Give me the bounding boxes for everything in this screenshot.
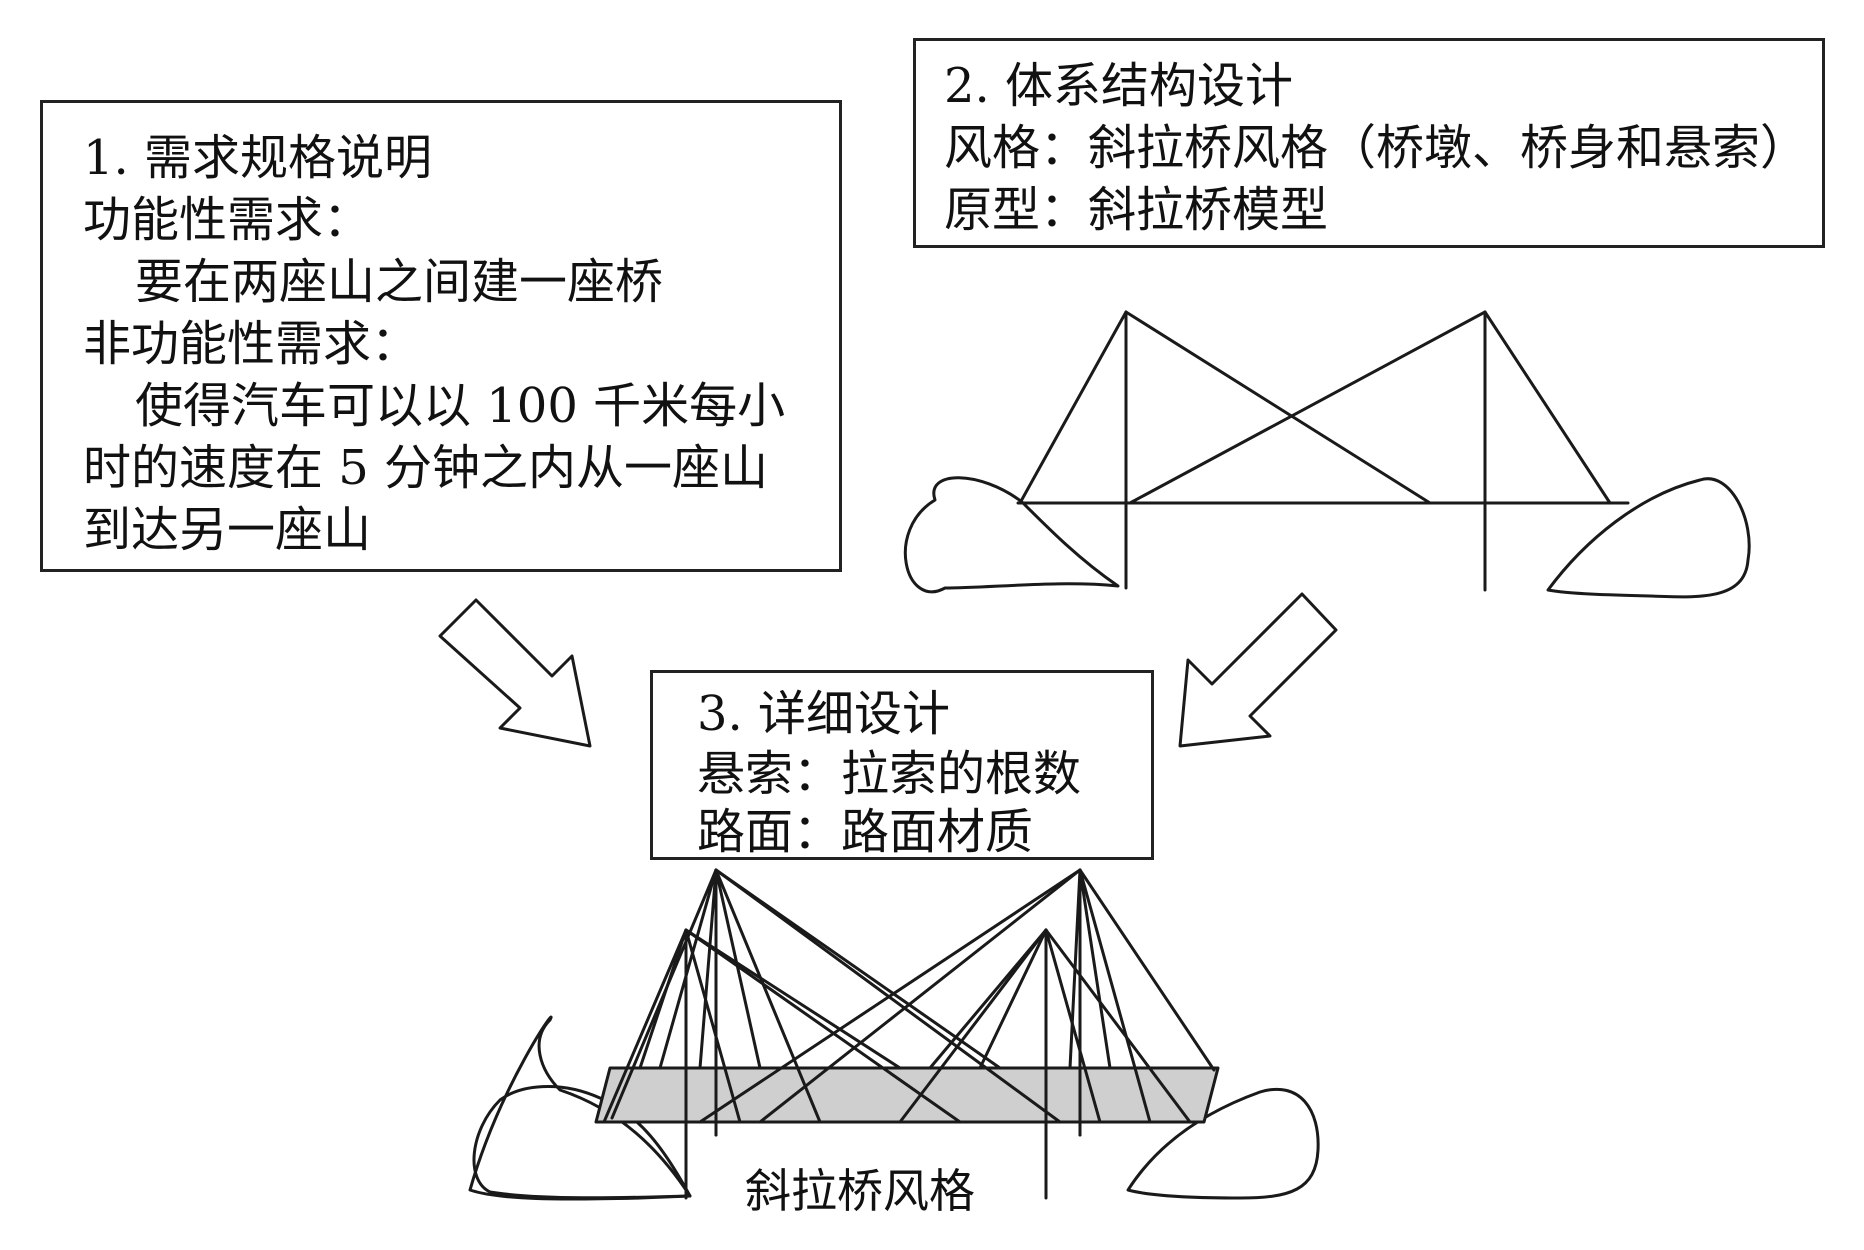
prototype-right-mountain: [1546, 477, 1751, 599]
deck-road-surface: [594, 1066, 1220, 1124]
detail-design-cables: 悬索：拉索的根数: [697, 746, 1082, 802]
prototype-cable: [1128, 310, 1487, 505]
detailed-cable: [714, 868, 822, 1124]
detailed-cable: [684, 928, 742, 1124]
detail-design-box: 3. 详细设计 悬索：拉索的根数 路面：路面材质: [650, 670, 1154, 860]
nonfunctional-item-2: 时的速度在 5 分钟之内从一座山: [83, 440, 769, 496]
detailed-cable: [714, 868, 762, 1070]
detailed-cable: [658, 868, 718, 1070]
functional-item: 要在两座山之间建一座桥: [135, 254, 664, 310]
detailed-left-mountain: [468, 1015, 692, 1201]
detailed-bridge: [468, 868, 1320, 1201]
detailed-cable: [698, 868, 718, 1070]
detailed-cable: [684, 928, 902, 1070]
requirements-title: 1. 需求规格说明: [83, 130, 433, 186]
nonfunctional-item-3: 到达另一座山: [83, 502, 372, 558]
arrow-architecture-to-detail: [1178, 592, 1338, 748]
detailed-cable: [1078, 868, 1216, 1072]
nonfunctional-heading: 非功能性需求：: [83, 316, 420, 372]
architecture-style: 风格：斜拉桥风格（桥墩、桥身和悬索）: [944, 120, 1809, 176]
nonfunctional-item-1: 使得汽车可以以 100 千米每小: [135, 378, 786, 434]
detail-design-title: 3. 详细设计: [697, 686, 951, 742]
requirements-box: 1. 需求规格说明 功能性需求： 要在两座山之间建一座桥 非功能性需求： 使得汽…: [40, 100, 842, 572]
detailed-cable: [928, 928, 1048, 1070]
arrow-requirements-to-detail: [438, 598, 592, 748]
diagram-strokes: [438, 310, 1751, 1201]
detailed-cable: [1044, 928, 1192, 1124]
architecture-prototype: 原型：斜拉桥模型: [944, 182, 1329, 238]
detailed-left-mountain-outline: [472, 1084, 692, 1200]
functional-heading: 功能性需求：: [83, 192, 372, 248]
architecture-box: 2. 体系结构设计 风格：斜拉桥风格（桥墩、桥身和悬索） 原型：斜拉桥模型: [913, 38, 1825, 248]
bridge-style-caption: 斜拉桥风格: [745, 1164, 975, 1218]
detailed-cable: [638, 928, 688, 1070]
detail-design-deck: 路面：路面材质: [697, 804, 1034, 860]
prototype-cable: [1124, 310, 1432, 505]
detailed-cable: [1044, 928, 1102, 1124]
prototype-cable: [1483, 310, 1612, 505]
detailed-cable: [602, 928, 688, 1124]
prototype-cable: [1018, 310, 1128, 505]
detailed-cable: [978, 928, 1048, 1070]
detailed-cable: [898, 928, 1048, 1124]
detailed-cable: [758, 868, 1082, 1124]
detailed-cable: [684, 928, 962, 1124]
detailed-cable: [698, 868, 1082, 1124]
prototype-bridge: [903, 310, 1751, 599]
prototype-left-mountain: [903, 476, 1120, 594]
architecture-title: 2. 体系结构设计: [944, 58, 1294, 114]
detailed-cable: [1078, 868, 1112, 1070]
detailed-cable: [1078, 868, 1152, 1124]
